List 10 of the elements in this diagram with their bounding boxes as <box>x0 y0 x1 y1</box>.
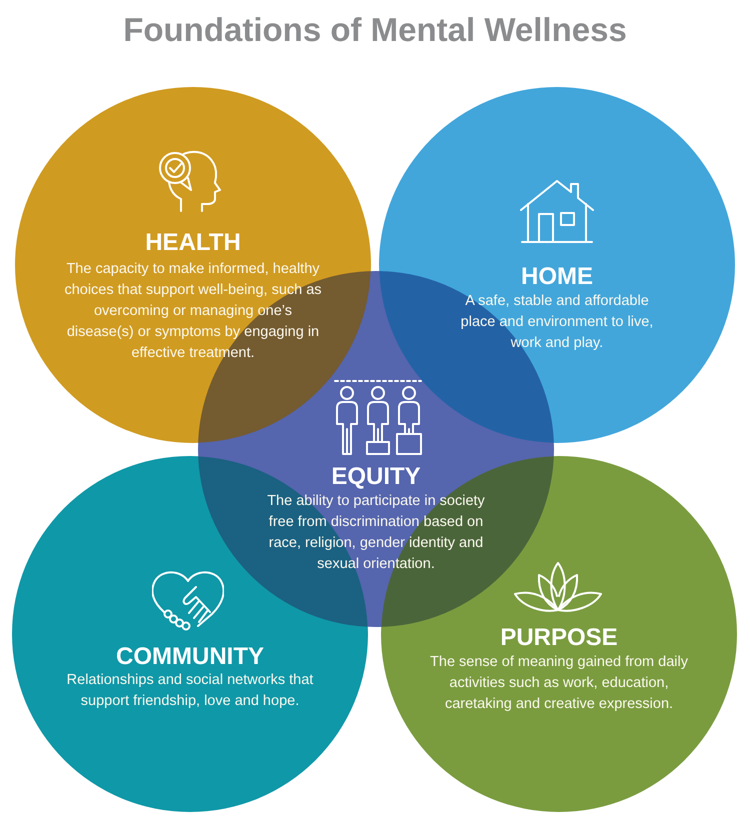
circle-heading: EQUITY <box>331 464 421 490</box>
circle-description: The sense of meaning gained from daily activities such as work, education, caretaking and creative expression. <box>430 653 688 714</box>
title: Foundations of Mental Wellness <box>123 10 627 50</box>
circle-heading: COMMUNITY <box>116 644 264 670</box>
circle-heading: HEALTH <box>145 230 241 256</box>
circle-description: The capacity to make informed, healthy choices that support well-being, such as overcoming or managing one’s disease(s) or symptoms by engaging in effective treatment. <box>64 260 322 363</box>
circle-description: A safe, stable and affordable place and environment to live, work and play. <box>460 292 654 353</box>
circle-description: Relationships and social networks that support friendship, love and hope. <box>66 671 314 711</box>
circle-heading: PURPOSE <box>500 625 618 651</box>
circle-heading: HOME <box>521 264 593 290</box>
